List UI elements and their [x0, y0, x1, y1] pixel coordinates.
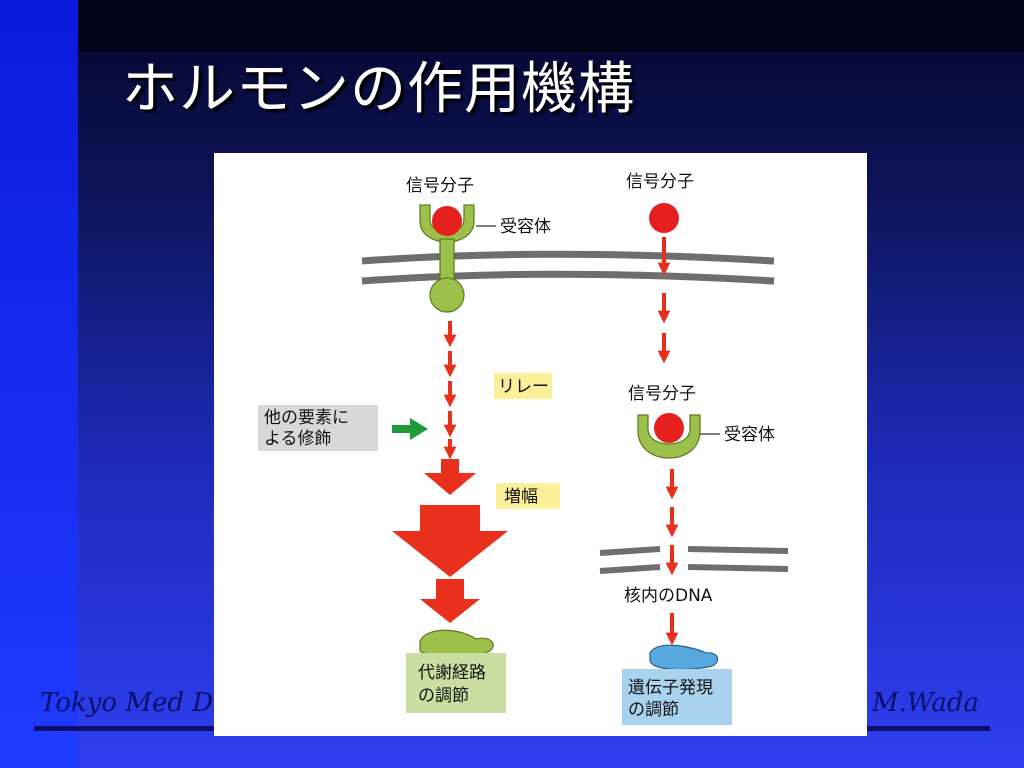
left-receptor — [419, 204, 475, 313]
modification-line2: よる修飾 — [264, 429, 332, 449]
left-signal-label: 信号分子 — [406, 176, 474, 196]
modifier-arrow — [392, 418, 428, 440]
right-receptor — [637, 414, 701, 459]
nuclear-membrane — [599, 546, 789, 574]
left-accent-bar — [0, 0, 78, 768]
modification-line1: 他の要素に — [264, 408, 349, 428]
modification-box — [258, 405, 378, 451]
hormone-mechanism-figure: 信号分子 受容体 リレー 他の要素に よる修飾 増幅 代謝経路 — [214, 153, 867, 736]
right-signal-molecule — [654, 413, 684, 443]
footer-right-text: M.Wada — [872, 688, 979, 718]
right-signal-top-label: 信号分子 — [626, 172, 694, 192]
left-receptor-label: 受容体 — [500, 217, 551, 237]
slide-title: ホルモンの作用機構 — [122, 57, 635, 122]
relay-label-box — [494, 373, 552, 399]
amplify-arrow-final — [420, 579, 480, 623]
cell-membrane — [361, 250, 775, 285]
nucleus-dna-label: 核内のDNA — [624, 586, 713, 606]
amplification-label: 増幅 — [504, 487, 538, 507]
metabolic-label-line1: 代謝経路 — [418, 663, 486, 683]
left-signal-molecule — [432, 206, 462, 236]
metabolic-label-box — [406, 653, 506, 713]
gene-expression-label-box — [622, 669, 732, 725]
amplification-label-box — [496, 483, 560, 509]
top-band — [0, 0, 1024, 52]
diagram-svg: 信号分子 受容体 リレー 他の要素に よる修飾 増幅 代謝経路 — [258, 172, 789, 725]
relay-label: リレー — [498, 377, 549, 397]
right-receptor-label: 受容体 — [724, 425, 775, 445]
metabolic-label-line2: の調節 — [418, 686, 469, 706]
metabolic-shape — [419, 629, 494, 658]
amplify-arrow-small — [424, 459, 476, 495]
amplify-arrow-large — [392, 505, 508, 577]
gene-expression-line1: 遺伝子発現 — [628, 678, 713, 698]
footer-left-text: Tokyo Med De — [40, 688, 229, 718]
right-signal-mid-label: 信号分子 — [628, 384, 696, 404]
gene-expression-line2: の調節 — [628, 700, 679, 720]
dna-shape — [649, 644, 719, 671]
right-signal-molecule-top — [649, 203, 679, 233]
